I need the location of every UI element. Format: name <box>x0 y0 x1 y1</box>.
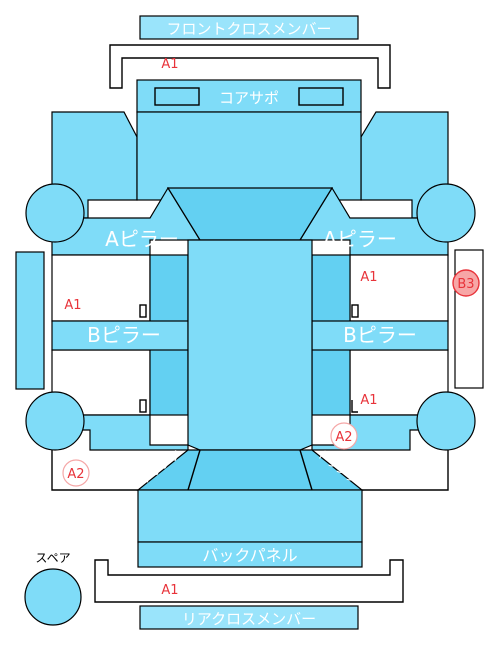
front-cross-member-label: フロントクロスメンバー <box>166 20 331 38</box>
a-pillar-left-label: Aピラー <box>105 227 179 251</box>
damage-circle-right-quarter[interactable] <box>330 422 358 450</box>
b-pillar-right-panel[interactable] <box>311 320 449 351</box>
right-rear-door-handle <box>351 400 358 413</box>
left-front-door[interactable] <box>51 254 151 322</box>
damage-circle-left-rear[interactable] <box>62 459 90 487</box>
roof-panel[interactable] <box>187 239 313 451</box>
rear-cross-member-label: リアクロスメンバー <box>182 610 316 628</box>
damage-mark-rear[interactable]: A1 <box>161 583 178 598</box>
wheel-front-left[interactable] <box>25 183 85 243</box>
damage-mark-front[interactable]: A1 <box>161 57 178 72</box>
damage-mark-right-quarter[interactable]: A2 <box>335 430 352 445</box>
trunk-hinge-lines <box>187 449 313 491</box>
core-support-label: コアサポ <box>219 89 279 107</box>
front-bumper-outline[interactable] <box>109 44 391 89</box>
headlight-right <box>298 87 344 106</box>
hood-panel[interactable] <box>136 111 362 201</box>
back-panel-label: バックパネル <box>202 546 297 565</box>
b-pillar-right-label: Bピラー <box>343 323 417 347</box>
rear-cross-member-panel[interactable] <box>139 605 359 630</box>
right-front-door-handle <box>351 304 359 318</box>
damage-mark-left-rear[interactable]: A2 <box>67 467 84 482</box>
b-pillar-left-panel[interactable] <box>51 320 189 351</box>
damage-circle-right-rocker[interactable] <box>452 269 480 297</box>
left-front-door-handle <box>139 304 147 318</box>
core-support-panel[interactable] <box>136 79 362 113</box>
spare-tire-label: スペア <box>35 551 70 565</box>
damage-mark-left-door[interactable]: A1 <box>64 298 81 313</box>
damage-mark-right-front-door[interactable]: A1 <box>360 270 377 285</box>
a-pillar-right-label: Aピラー <box>323 227 397 251</box>
b-pillar-left-label: Bピラー <box>87 323 161 347</box>
left-rear-door-handle <box>139 399 147 413</box>
left-rocker-panel[interactable] <box>15 251 45 390</box>
wheel-rear-left[interactable] <box>25 391 85 451</box>
damage-mark-right-rocker[interactable]: B3 <box>457 277 474 292</box>
front-cross-member-panel[interactable] <box>139 15 359 40</box>
wheel-rear-right[interactable] <box>416 391 476 451</box>
back-panel[interactable] <box>137 541 363 568</box>
spare-tire[interactable] <box>24 568 82 626</box>
headlight-left <box>154 87 200 106</box>
trunk-lid-panel[interactable] <box>137 489 363 543</box>
wheel-front-right[interactable] <box>416 183 476 243</box>
right-front-door[interactable] <box>349 254 449 322</box>
rear-bumper-outline[interactable] <box>94 559 404 603</box>
damage-mark-right-rear-door[interactable]: A1 <box>360 393 377 408</box>
